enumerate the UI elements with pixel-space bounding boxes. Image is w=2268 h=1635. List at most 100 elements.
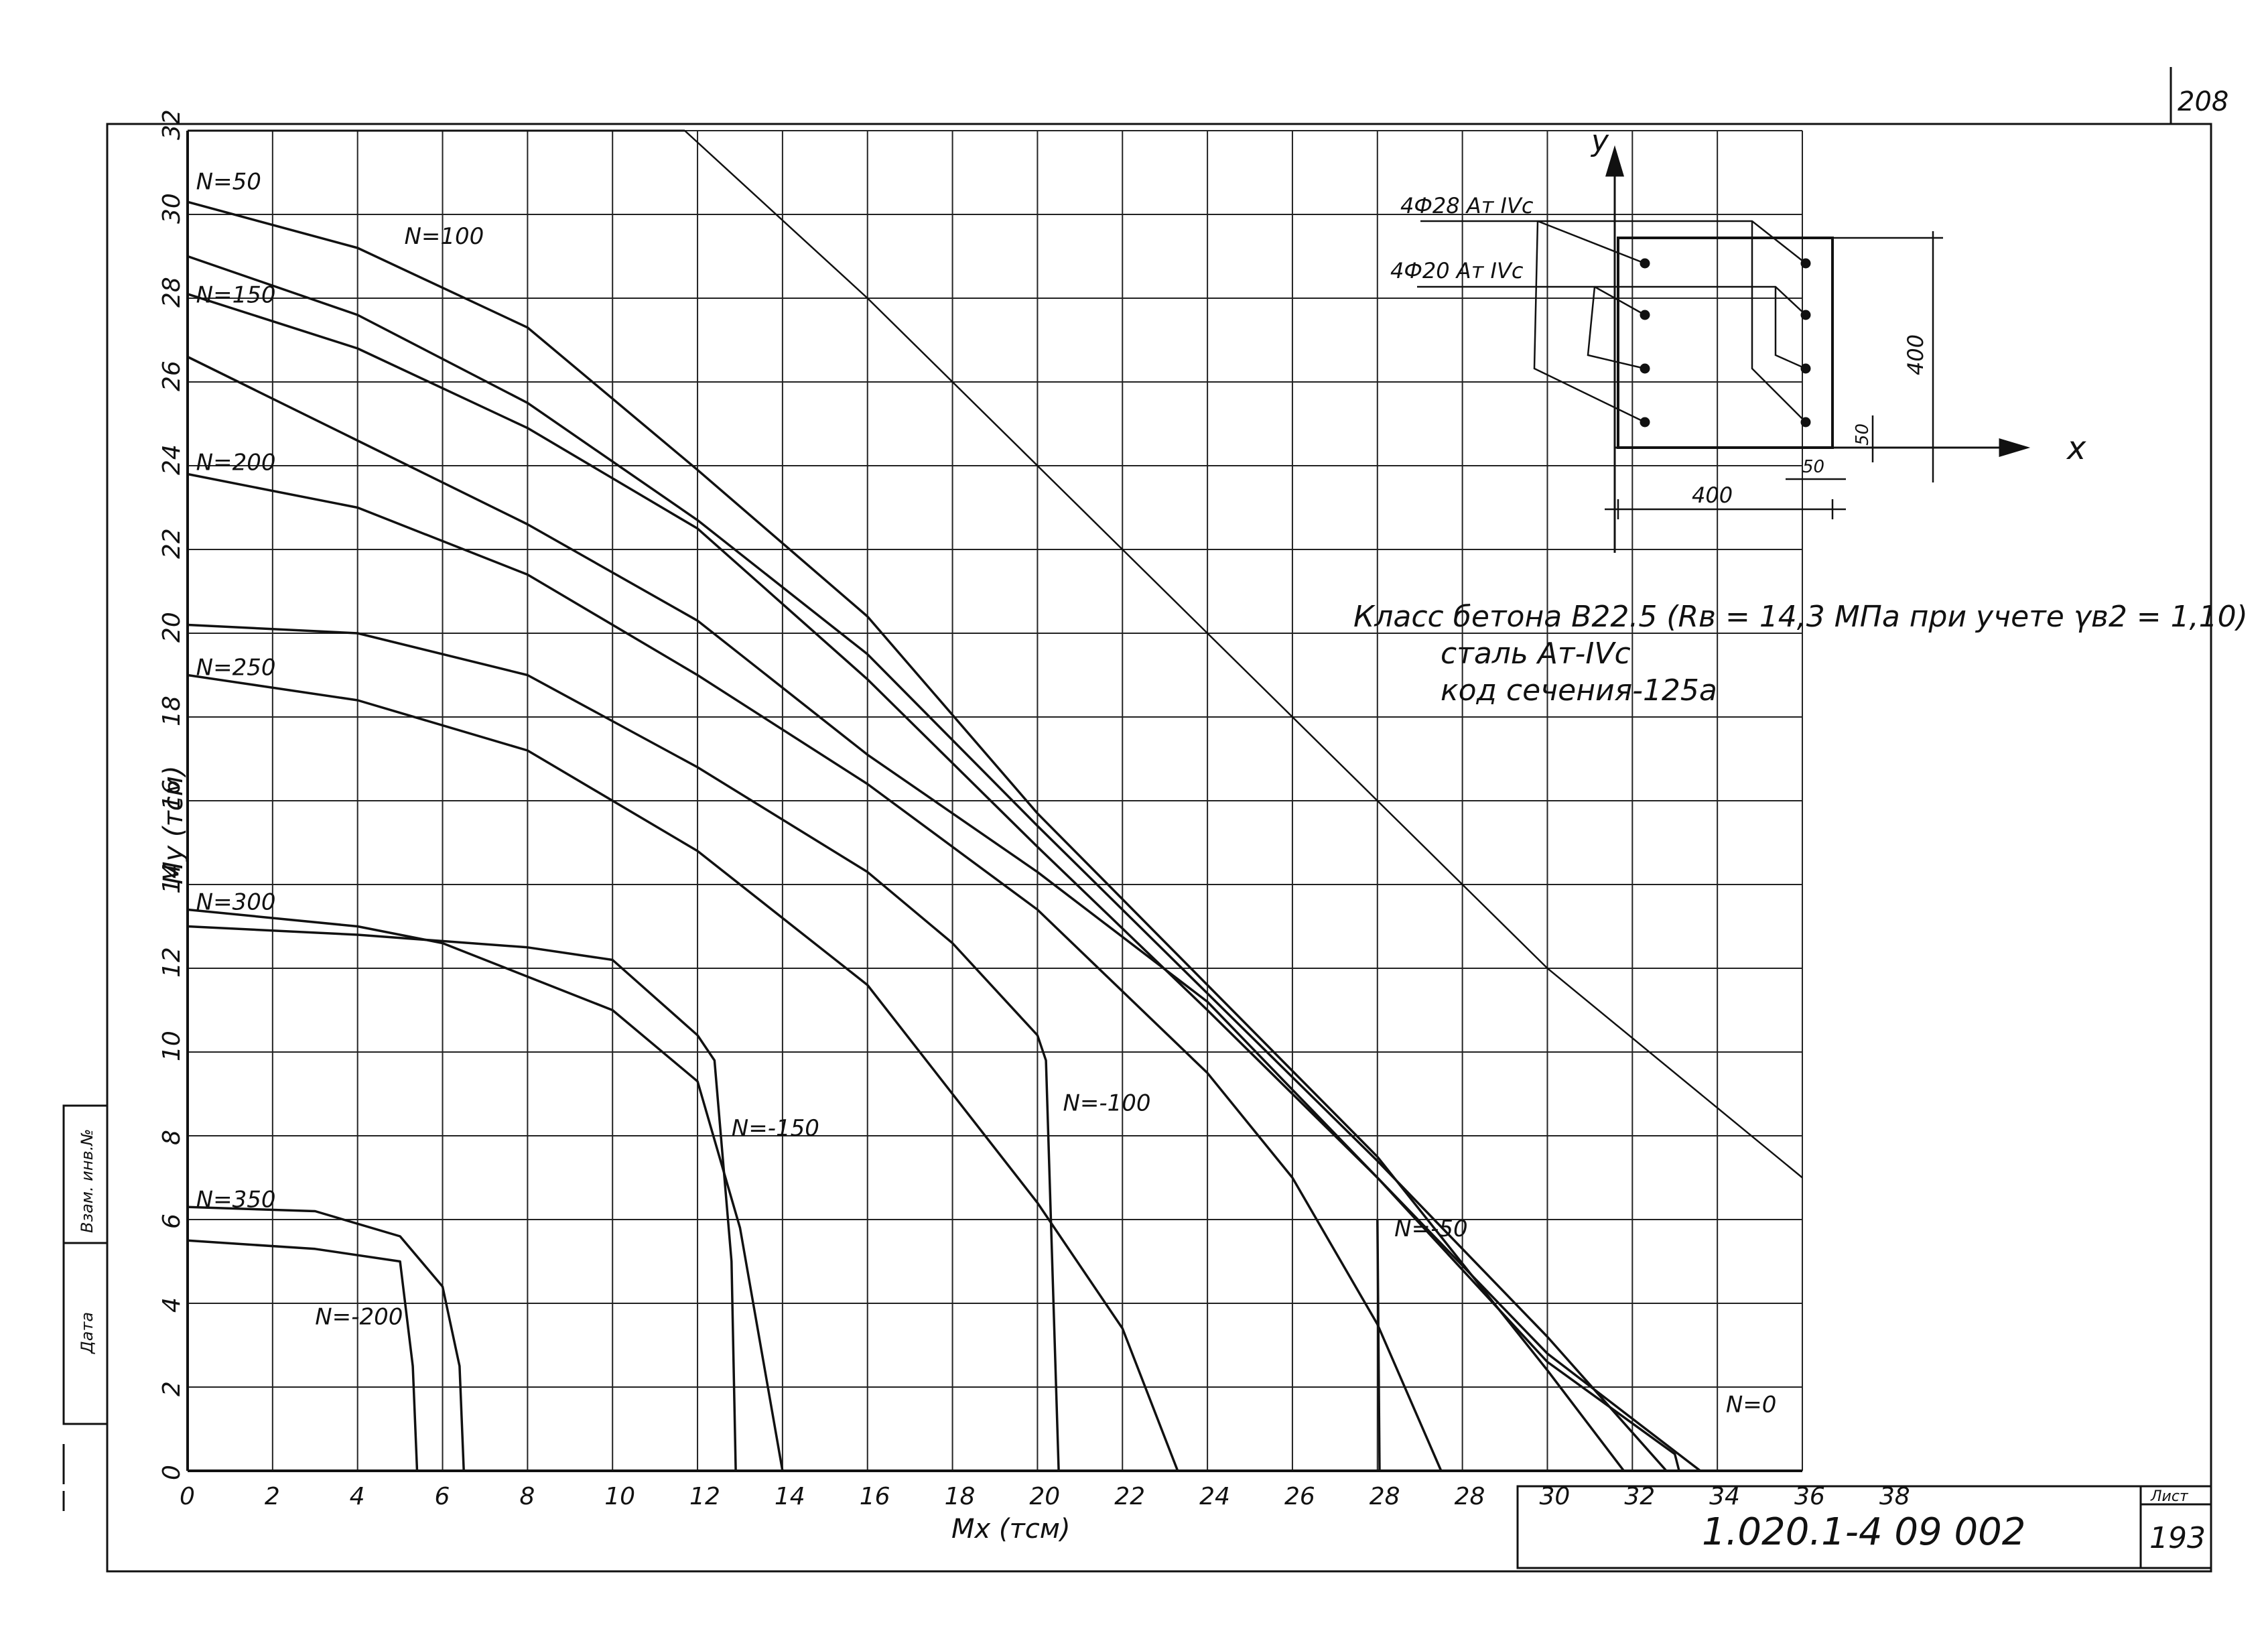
dim-cover-y-text: 50 [1853,423,1873,446]
x-tick-label: 38 [1879,1483,1910,1510]
y-tick-label: 28 [158,277,186,308]
side-stamp-label-1: Взам. инв.№ [78,1129,96,1233]
y-tick-label: 8 [158,1130,186,1145]
y-axis-label: My (тсм) [158,765,189,885]
legend-line-2: сталь Ат-IVс [1441,637,1631,671]
section-axis-y: y [1590,124,1609,158]
leader-mid-right [1595,285,1806,316]
curve-annotation: N=-50 [1394,1216,1467,1242]
y-tick-label: 0 [158,1465,186,1480]
y-tick-label: 30 [158,193,186,224]
y-tick-label: 22 [158,528,186,559]
leader-mid-left-2 [1587,286,1646,370]
section-rectangle [1617,237,1834,449]
curve-annotation: N=250 [196,655,276,681]
curve-annotation: N=150 [196,281,276,308]
y-arrow-icon [1605,145,1625,177]
y-tick-label: 6 [158,1214,186,1229]
chart-envelope [188,129,1803,1179]
chart-annotations: N=50N=100N=150N=200N=250N=300N=350N=-50N… [196,169,1777,1419]
curve-annotation: N=300 [196,889,276,916]
sheet-frame [62,67,2212,1573]
y-tick-label: 16 [158,779,186,810]
title-block [1516,1485,2212,1569]
outer-border [106,123,2212,1573]
side-stamp-box [62,1104,109,1425]
series-line-10 [187,1239,419,1472]
page-number: 208 [2178,86,2228,117]
leader-mid-left [1417,285,1646,316]
x-tick-label: 0 [180,1483,195,1510]
side-stamp-label-2: Дата [78,1312,96,1354]
y-tick-label: 4 [158,1297,186,1313]
x-arrow-icon [1999,438,2031,458]
y-tick-label: 2 [158,1381,186,1396]
bar-label-bottom: 4Ф20 Ат IVс [1390,258,1524,283]
x-tick-label: 34 [1709,1483,1740,1510]
x-tick-label: 8 [519,1483,535,1510]
x-axis-label: Mx (тсм) [951,1514,1071,1545]
y-tick-label: 18 [158,696,186,726]
series-line-7 [187,908,784,1472]
dim-cover-x-text: 50 [1802,457,1824,477]
x-tick-label: 6 [435,1483,450,1510]
y-tick-label: 32 [158,109,186,140]
leader-top-left [1420,220,1646,265]
x-tick-label: 16 [860,1483,890,1510]
sheet-number: 193 [2149,1521,2206,1555]
series-line-8 [187,925,737,1472]
cross-section-diagram [1417,145,2031,553]
curve-annotation: N=350 [196,1186,276,1213]
series-line-6 [187,673,1179,1472]
x-tick-label: 10 [604,1483,635,1510]
x-tick-label: 14 [775,1483,805,1510]
x-tick-label: 26 [1284,1483,1315,1510]
series-line-5 [187,623,1060,1472]
series-line-1 [187,255,1668,1472]
leader-top-right-2 [1751,221,1806,423]
dim-height-text: 400 [1903,334,1928,375]
curve-annotation: N=-150 [732,1115,819,1142]
curve-annotation: N=200 [196,449,276,476]
leader-mid-right-2 [1774,287,1806,370]
x-tick-label: 24 [1199,1483,1230,1510]
y-tick-label: 24 [158,444,186,475]
envelope-line [684,130,1803,1179]
bar-label-top: 4Ф28 Ат IVс [1400,193,1534,218]
material-legend: Класс бетона В22.5 (Rв = 14,3 МПа при уч… [1353,600,2248,708]
series-line-0 [187,200,1625,1472]
y-tick-label: 10 [158,1031,186,1061]
leader-top-right [1538,220,1806,264]
document-code: 1.020.1-4 09 002 [1702,1510,2025,1554]
y-tick-label: 26 [158,361,186,391]
x-tick-label: 32 [1624,1483,1655,1510]
chart-axes [186,131,1802,1472]
y-tick-label: 14 [158,863,186,894]
x-tick-label: 20 [1029,1483,1060,1510]
curve-annotation: N=-100 [1063,1090,1150,1117]
x-tick-label: 30 [1539,1483,1570,1510]
legend-line-1: Класс бетона В22.5 (Rв = 14,3 МПа при уч… [1353,600,2248,634]
section-axis-x: x [2066,430,2086,467]
y-tick-label: 20 [158,612,186,643]
leader-top-left-2 [1533,220,1646,423]
x-tick-label: 2 [265,1483,280,1510]
chart-series [187,200,1701,1472]
series-line-9 [187,1205,465,1472]
sheet-label: Лист [2150,1488,2189,1505]
curve-annotation: N=50 [196,169,261,196]
x-tick-label: 4 [350,1483,365,1510]
x-tick-label: 28 [1455,1483,1485,1510]
dim-width-text: 400 [1692,482,1733,508]
curve-annotation: N=-200 [315,1303,403,1330]
x-tick-label: 28 [1370,1483,1400,1510]
y-tick-label: 12 [158,947,186,978]
x-tick-label: 18 [945,1483,976,1510]
legend-line-3: код сечения-125а [1441,673,1717,708]
curve-annotation: N=100 [404,223,484,250]
x-tick-label: 22 [1114,1483,1145,1510]
x-tick-label: 36 [1794,1483,1825,1510]
series-line-11 [1376,1219,1381,1472]
